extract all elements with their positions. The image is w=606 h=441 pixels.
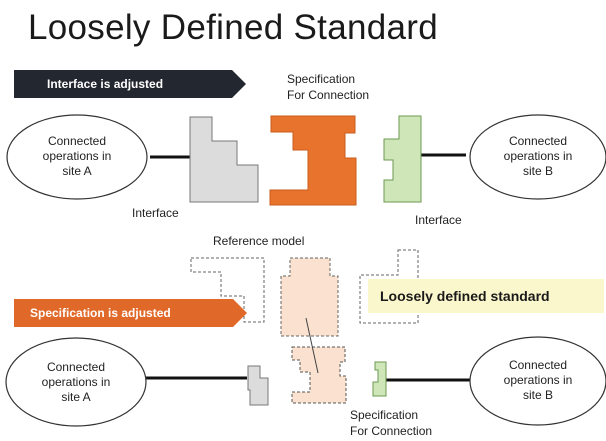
top-site-b-ellipse — [469, 114, 606, 200]
top-site-a-label: Connected operations in site A — [42, 134, 112, 178]
loosely-defined-standard-highlight — [368, 279, 604, 313]
bottom-site-a-ellipse — [5, 337, 147, 427]
interface-adjusted-banner — [14, 70, 246, 98]
bottom-site-b-label: Connected operations in site B — [503, 358, 573, 402]
top-site-b-label: Connected operations in site B — [503, 134, 573, 178]
reference-left-dashed-shape — [190, 257, 265, 323]
top-spec-label-line2: For Connection — [287, 88, 370, 102]
bottom-site-a-label: Connected operations in site A — [41, 360, 111, 404]
reference-link-line — [305, 317, 319, 374]
top-left-interface-shape — [189, 116, 259, 203]
bottom-left-interface-shape — [247, 365, 269, 406]
bottom-site-b-ellipse — [469, 336, 606, 426]
bottom-spec-label-line2: For Connection — [350, 424, 433, 438]
top-site-a-ellipse — [6, 114, 148, 200]
bottom-right-interface-shape — [372, 361, 387, 397]
loosely-defined-standard-label: Loosely defined standard — [380, 288, 550, 304]
top-right-interface-shape — [383, 115, 422, 203]
reference-right-dashed-shape — [359, 249, 419, 324]
bottom-specification-shape — [291, 346, 347, 404]
top-specification-shape — [269, 115, 357, 206]
top-spec-label-line1: Specification — [287, 72, 356, 86]
reference-model-label: Reference model — [213, 234, 305, 248]
top-right-interface-label: Interface — [415, 213, 462, 227]
reference-model-shape — [280, 257, 339, 337]
specification-adjusted-label: Specification is adjusted — [30, 306, 171, 320]
interface-adjusted-label: Interface is adjusted — [47, 77, 164, 91]
top-left-interface-label: Interface — [132, 206, 179, 220]
bottom-spec-label-line1: Specification — [350, 408, 419, 422]
page-title: Loosely Defined Standard — [28, 8, 438, 47]
specification-adjusted-banner — [14, 299, 247, 327]
